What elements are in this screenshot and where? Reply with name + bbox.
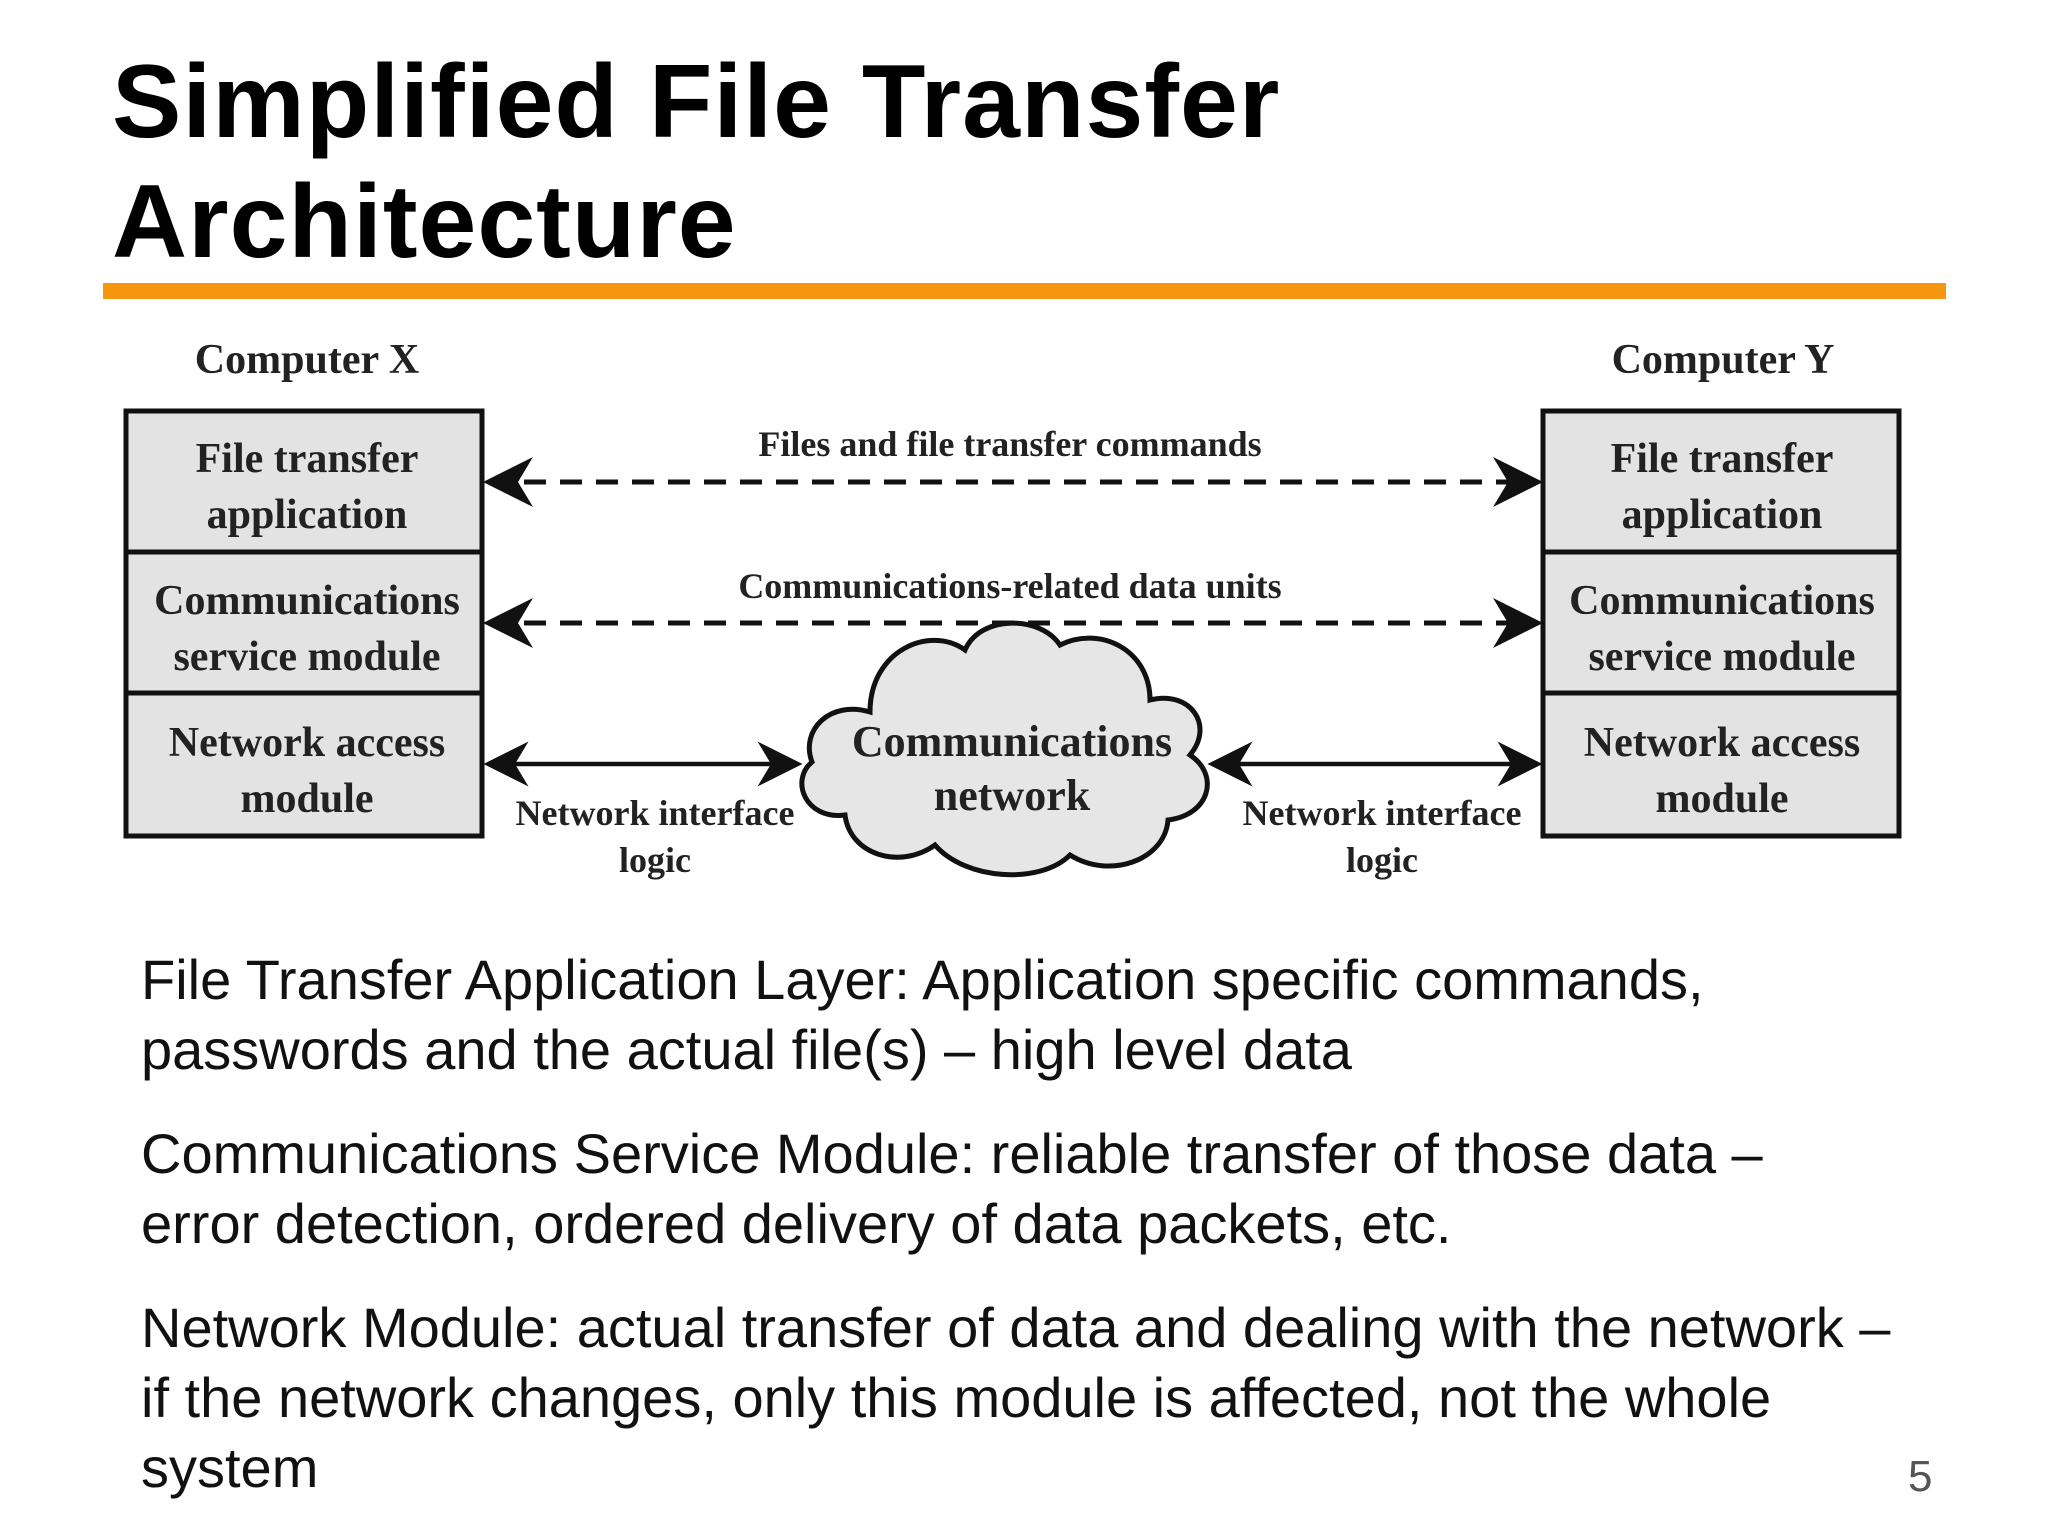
computer-y-app-line-2: application xyxy=(1622,492,1823,538)
bullet-network-line-1: Network Module: actual transfer of data … xyxy=(141,1296,1891,1359)
bullet-application-line-1: File Transfer Application Layer: Applica… xyxy=(141,948,1704,1011)
computer-y-comm-line-2: service module xyxy=(1588,634,1855,680)
communications-network-cloud xyxy=(799,620,1210,878)
computer-y-comm-layer xyxy=(1540,549,1902,696)
bullet-network-line-3: system xyxy=(141,1436,319,1499)
computer-x-app-line-1: File transfer xyxy=(196,436,419,482)
slide-title-line-2: Architecture xyxy=(112,164,737,280)
file-commands-label: Files and file transfer commands xyxy=(758,424,1261,464)
computer-x-comm-layer xyxy=(123,549,485,696)
computer-y-stack: File transfer application Communications… xyxy=(1540,408,1902,839)
computer-y-comm-line-1: Communications xyxy=(1569,578,1875,624)
bullet-application-line-2: passwords and the actual file(s) – high … xyxy=(141,1018,1352,1081)
computer-y-label: Computer Y xyxy=(1612,337,1835,383)
bullet-communications-service: Communications Service Module: reliable … xyxy=(141,1119,1961,1259)
computer-y-app-line-1: File transfer xyxy=(1611,436,1834,482)
bullet-communications-line-2: error detection, ordered delivery of dat… xyxy=(141,1192,1452,1255)
cloud-line-1: Communications xyxy=(852,717,1172,766)
bullet-network-line-2: if the network changes, only this module… xyxy=(141,1366,1772,1429)
bullet-network-module: Network Module: actual transfer of data … xyxy=(141,1293,1961,1503)
bullet-application-layer: File Transfer Application Layer: Applica… xyxy=(141,945,1961,1085)
slide-title-line-1: Simplified File Transfer xyxy=(112,44,1281,160)
computer-x-network-line-2: module xyxy=(240,776,373,822)
computer-x-network-line-1: Network access xyxy=(169,720,445,766)
cloud-line-2: network xyxy=(934,771,1091,820)
computer-x-app-line-2: application xyxy=(207,492,408,538)
computer-y-network-line-1: Network access xyxy=(1584,720,1860,766)
left-interface-line-1: Network interface xyxy=(516,793,795,833)
explanation-text: File Transfer Application Layer: Applica… xyxy=(141,945,1961,1537)
right-interface-line-1: Network interface xyxy=(1243,793,1522,833)
computer-y-network-layer xyxy=(1540,690,1902,839)
comm-data-units-label: Communications-related data units xyxy=(738,566,1281,606)
computer-x-network-layer xyxy=(123,690,485,839)
bullet-communications-line-1: Communications Service Module: reliable … xyxy=(141,1122,1763,1185)
page-number: 5 xyxy=(1908,1452,1933,1501)
computer-x-comm-line-1: Communications xyxy=(154,578,460,624)
title-underline xyxy=(103,283,1946,299)
left-interface-line-2: logic xyxy=(619,840,691,880)
slide-title: Simplified File Transfer Architecture xyxy=(112,42,1912,282)
computer-x-stack: File transfer application Communications… xyxy=(123,408,485,839)
computer-y-network-line-2: module xyxy=(1655,776,1788,822)
computer-x-app-layer xyxy=(123,408,485,555)
computer-x-comm-line-2: service module xyxy=(173,634,440,680)
computer-x-label: Computer X xyxy=(195,337,419,383)
file-transfer-diagram: Computer X Computer Y File transfer appl… xyxy=(123,337,1902,880)
right-interface-line-2: logic xyxy=(1346,840,1418,880)
